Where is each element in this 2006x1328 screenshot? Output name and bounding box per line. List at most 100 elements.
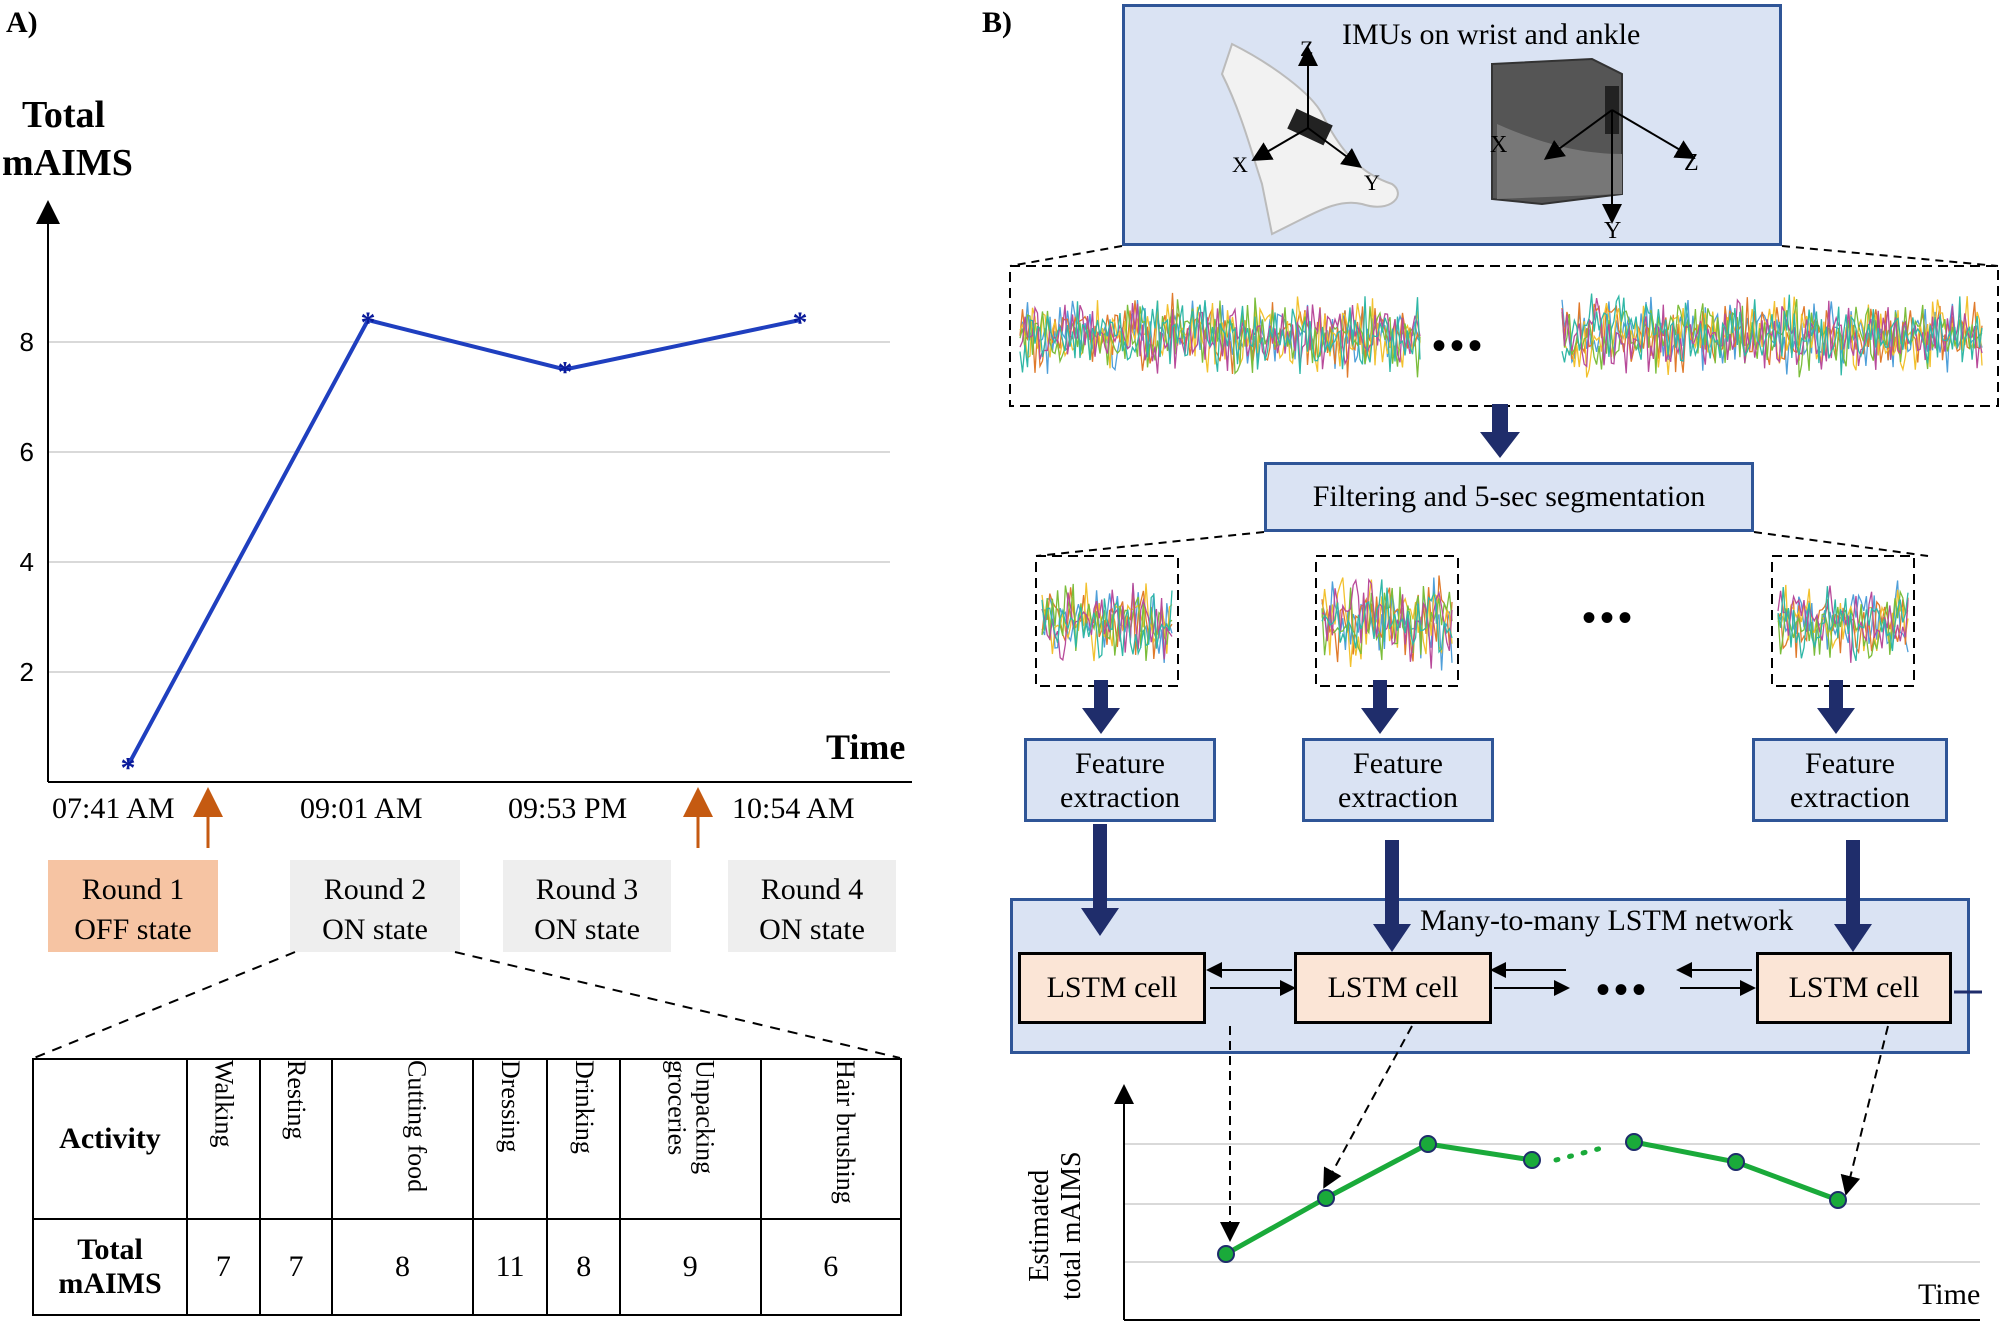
- data-point-marker: *: [793, 306, 808, 339]
- round-label: Round 3: [535, 873, 639, 906]
- round-4-box: Round 4 ON state: [728, 860, 896, 952]
- round-state: OFF state: [74, 913, 192, 946]
- wrist-axis-y: Y: [1364, 170, 1380, 195]
- header-line: mAIMS: [58, 1267, 162, 1300]
- raw-signal-ankle: [1561, 293, 1983, 378]
- signal-trace: [1041, 582, 1173, 662]
- round-state: ON state: [534, 913, 640, 946]
- activity-name: Walking: [209, 1060, 239, 1148]
- estimated-series: [1217, 1133, 1847, 1263]
- table-cell: Resting: [258, 1058, 334, 1220]
- estimated-mAIMS-chart: [1114, 1025, 1980, 1321]
- header-line: Total: [77, 1233, 143, 1266]
- estimate-point: [1523, 1151, 1541, 1169]
- estimate-point: [1217, 1245, 1235, 1263]
- activity-name: Resting: [281, 1060, 311, 1140]
- round-transition-arrows: [193, 787, 713, 848]
- round-1-box: Round 1 OFF state: [48, 860, 218, 952]
- signal-trace: [1041, 590, 1173, 659]
- table-cell: Hair brushing: [759, 1058, 902, 1220]
- round-label: Round 2: [323, 873, 427, 906]
- activity-name: Drinking: [569, 1060, 599, 1154]
- ankle-axis-z: Z: [1684, 150, 1699, 176]
- signal-trace: [1321, 577, 1453, 669]
- score-cell: 7: [186, 1218, 261, 1316]
- ankle-shoe-image: [1491, 57, 1623, 206]
- y-tick-label: 2: [20, 657, 34, 687]
- activity-name: Dressing: [496, 1060, 526, 1153]
- estimate-point: [1317, 1189, 1335, 1207]
- imu-illustration: [1220, 42, 1696, 236]
- table-cell: Cutting food: [331, 1058, 474, 1220]
- panel-b-label: B): [982, 6, 1012, 39]
- round-state: ON state: [322, 913, 428, 946]
- activity-table: Activity Walking Resting Cutting food Dr…: [32, 1058, 902, 1316]
- data-point-marker: *: [558, 356, 573, 389]
- feature-extraction-box-1: Feature extraction: [1024, 738, 1216, 822]
- feature-line: Feature: [1353, 747, 1443, 780]
- feature-extraction-box-3: Feature extraction: [1752, 738, 1948, 822]
- score-cell: 8: [331, 1218, 474, 1316]
- zoom-lines: [33, 951, 901, 1059]
- score-row: Total mAIMS 7 7 8 11 8 9 6: [32, 1218, 902, 1316]
- score-cell: 11: [471, 1218, 549, 1316]
- filter-segmentation-label: Filtering and 5-sec segmentation: [1312, 480, 1706, 513]
- x-tick-label: 09:53 PM: [508, 792, 628, 825]
- signal-trace: [1321, 585, 1453, 661]
- round-label: Round 1: [81, 873, 185, 906]
- round-3-box: Round 3 ON state: [503, 860, 671, 952]
- feature-extraction-box-2: Feature extraction: [1302, 738, 1494, 822]
- series-line: [126, 317, 801, 767]
- imu-title: IMUs on wrist and ankle: [1342, 18, 1641, 51]
- signal-trace: [1561, 297, 1983, 374]
- wrist-axis-x: X: [1232, 152, 1248, 177]
- estimate-y-label-line2: total mAIMS: [1056, 1151, 1087, 1300]
- data-point-marker: *: [361, 306, 376, 339]
- lstm-connections: [1206, 962, 1982, 996]
- round-state: ON state: [759, 913, 865, 946]
- estimate-point: [1419, 1135, 1437, 1153]
- signal-trace: [1777, 585, 1909, 663]
- lstm-network-title: Many-to-many LSTM network: [1420, 904, 1794, 937]
- feature-line: extraction: [1790, 781, 1910, 814]
- score-cell: 8: [546, 1218, 622, 1316]
- table-header-activity: Activity: [32, 1058, 188, 1220]
- filter-segmentation-box: [1264, 462, 1754, 532]
- x-tick-label: 10:54 AM: [732, 792, 855, 825]
- x-tick-label: 07:41 AM: [52, 792, 175, 825]
- estimate-point: [1829, 1191, 1847, 1209]
- panel-a-label: A): [6, 6, 38, 39]
- table-cell: Unpacking groceries: [619, 1058, 762, 1220]
- signal-trace: [1561, 293, 1983, 376]
- estimate-point: [1727, 1153, 1745, 1171]
- raw-signals: [1009, 245, 1999, 407]
- ankle-axis-y: Y: [1604, 218, 1622, 244]
- down-arrow: [1480, 404, 1520, 458]
- raw-signal-wrist: [1019, 292, 1421, 378]
- activity-name: Unpacking groceries: [662, 1060, 720, 1175]
- table-header-score: Total mAIMS: [32, 1218, 188, 1316]
- lstm-cell-3: LSTM cell: [1756, 952, 1952, 1024]
- feature-line: extraction: [1060, 781, 1180, 814]
- signal-trace: [1019, 296, 1421, 375]
- x-axis-title: Time: [826, 727, 906, 767]
- data-point-marker: *: [121, 752, 136, 785]
- lstm-cell-1: LSTM cell: [1018, 952, 1206, 1024]
- round-label: Round 4: [760, 873, 864, 906]
- activity-name: Hair brushing: [830, 1060, 860, 1204]
- activity-name: Cutting food: [402, 1060, 432, 1193]
- score-cell: 7: [258, 1218, 334, 1316]
- estimate-x-label: Time: [1918, 1278, 1981, 1311]
- table-cell: Walking: [186, 1058, 261, 1220]
- signal-trace: [1561, 298, 1983, 378]
- lstm-cell-label: LSTM cell: [1788, 971, 1920, 1004]
- lstm-cell-label: LSTM cell: [1046, 971, 1178, 1004]
- signal-trace: [1019, 302, 1421, 374]
- score-cell: 9: [619, 1218, 762, 1316]
- estimate-point: [1625, 1133, 1643, 1151]
- feature-arrows: [1081, 824, 1872, 952]
- round-2-box: Round 2 ON state: [290, 860, 460, 952]
- feature-line: extraction: [1338, 781, 1458, 814]
- segments: [1035, 531, 1929, 687]
